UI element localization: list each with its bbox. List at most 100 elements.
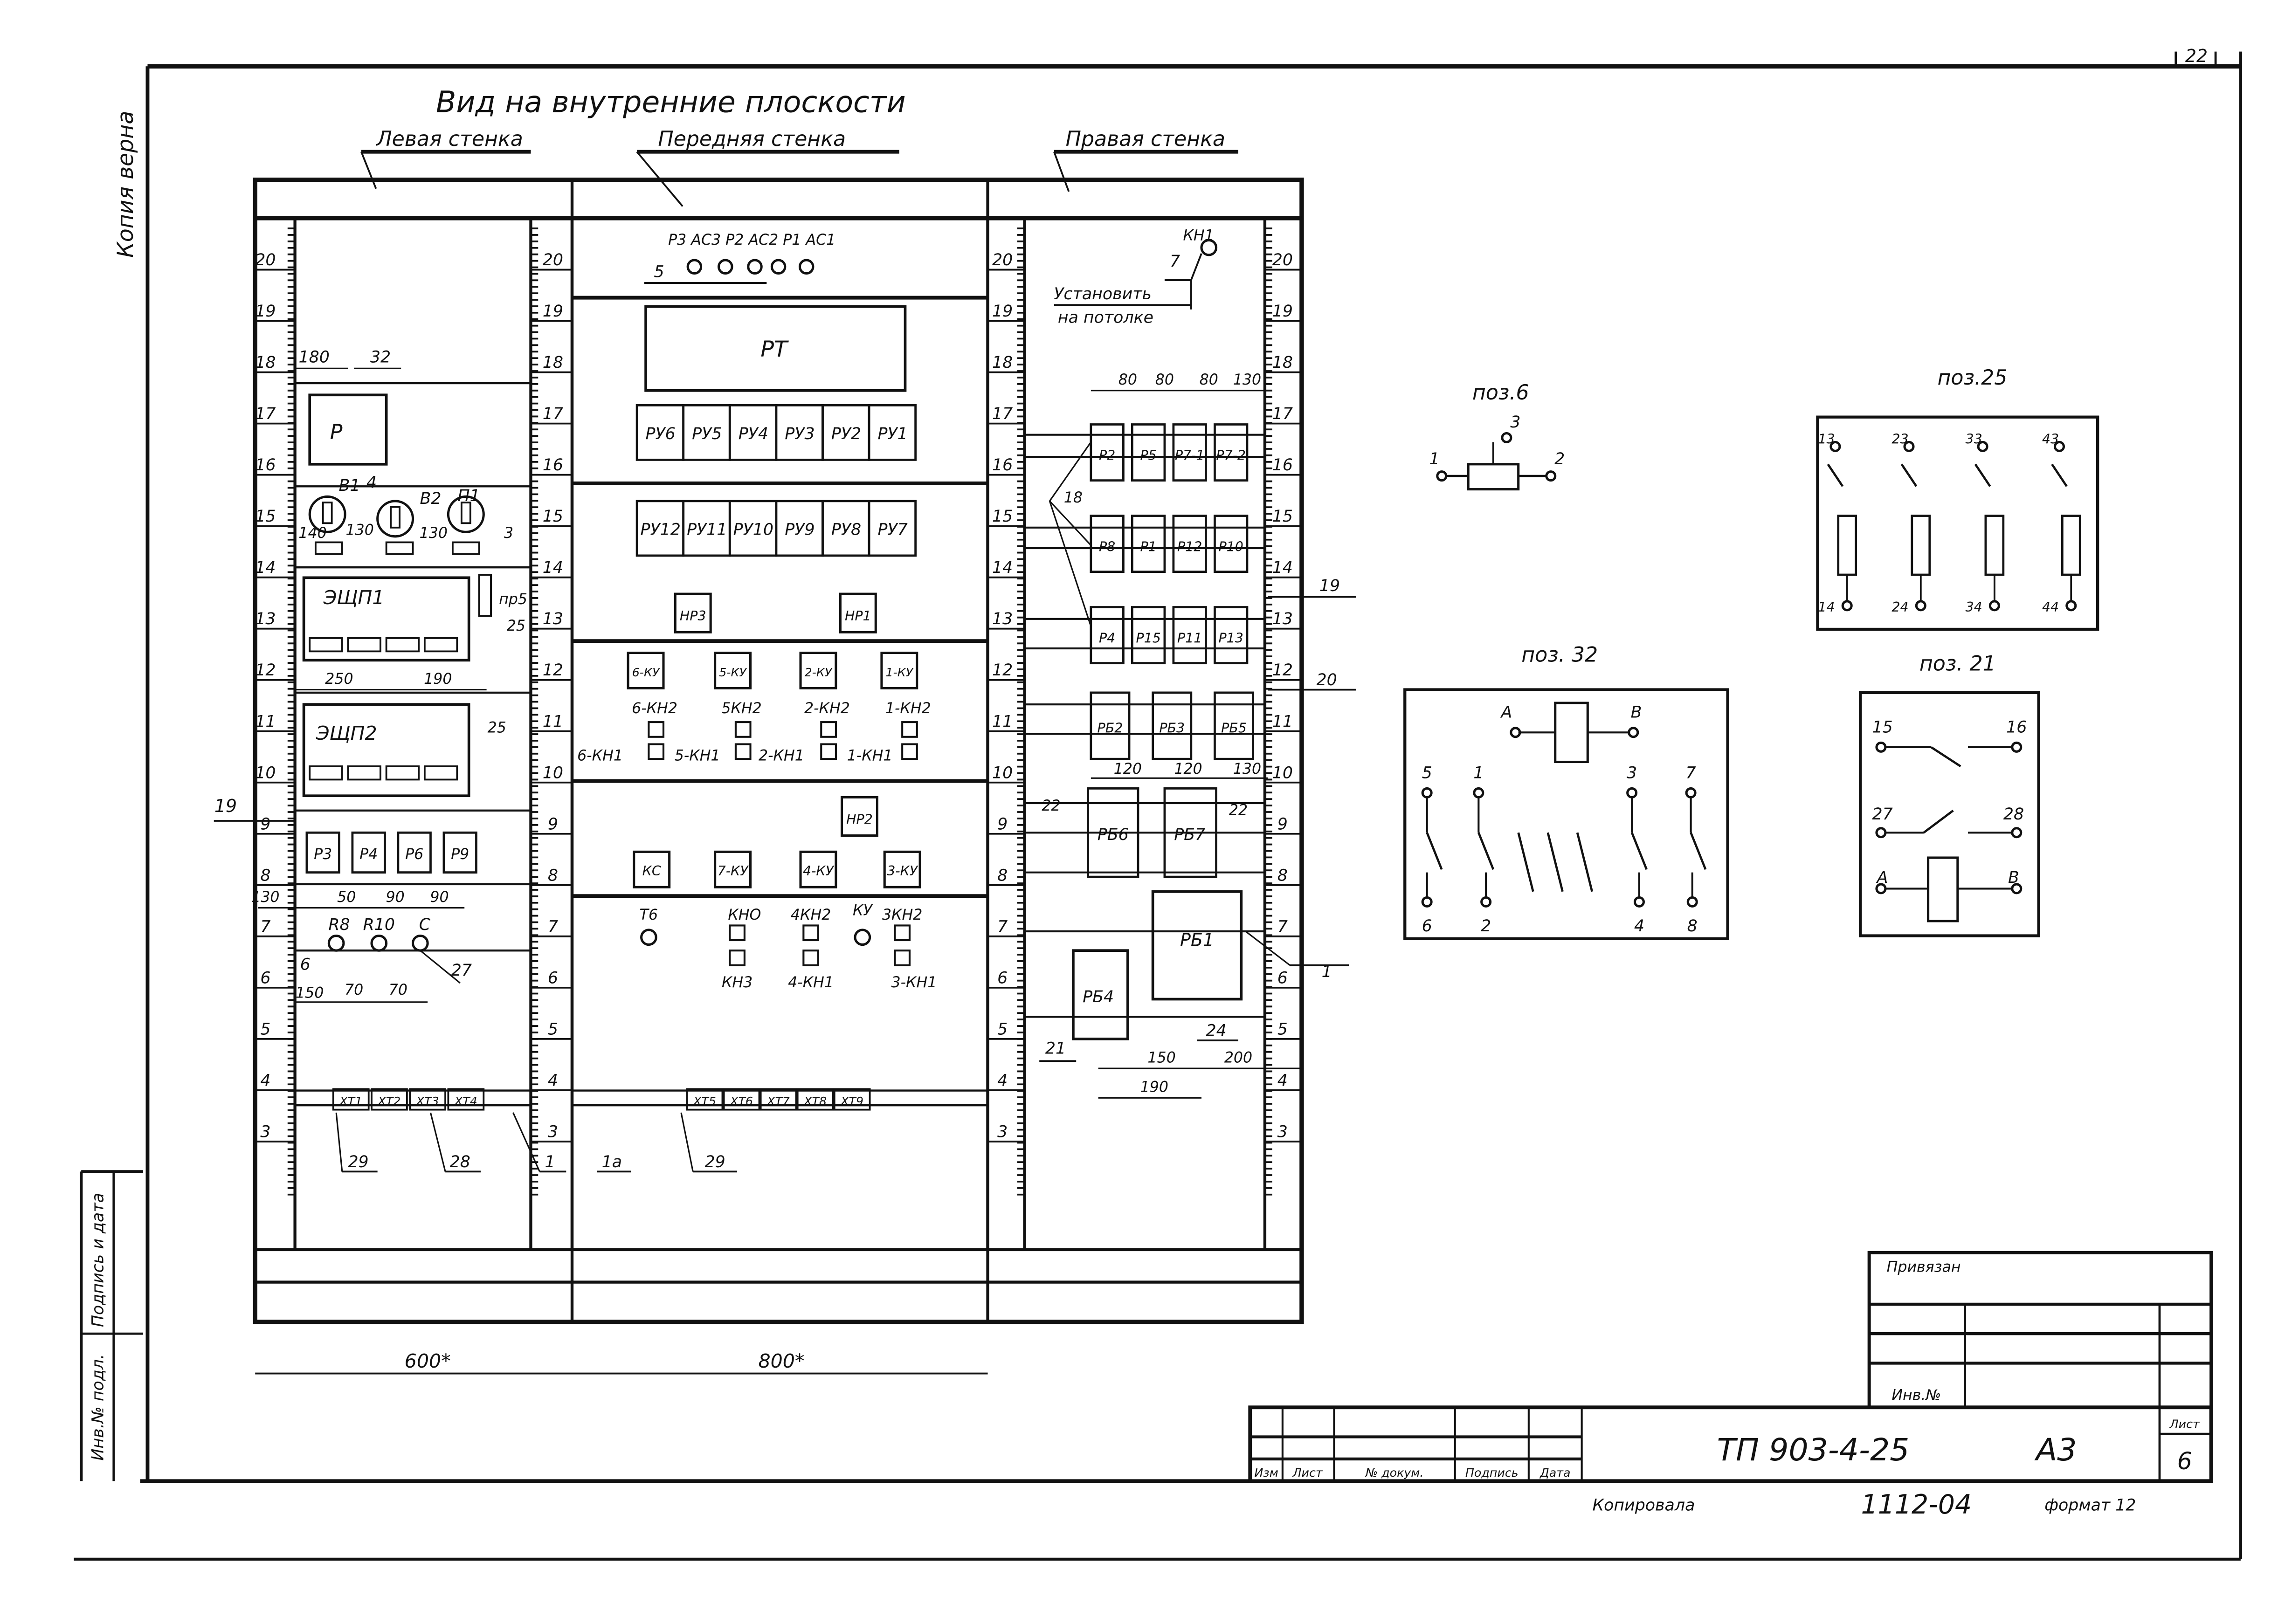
label: КН1 [1183,227,1214,244]
title-header: Подпись [1465,1466,1519,1479]
kn1-label: 5-КН1 [675,747,720,764]
breaker [347,765,381,781]
switch-handle [390,506,400,529]
panel-eshp1-label: ЭЩП1 [323,586,385,609]
front-wall-heading: Передняя стенка [658,127,846,151]
switch-handle [322,502,333,524]
label: 14 [1818,599,1835,615]
label: 21 [1045,1039,1066,1058]
label: В [1631,703,1642,722]
drawing-designation: ТП 903-4-25 [1717,1431,1910,1468]
fuse-label: пр5 [499,591,527,608]
scale-number: 8 [997,866,1008,885]
label: 29 [348,1153,368,1171]
label: 1 [1322,963,1332,981]
fuse-box [478,573,492,617]
scale-number: 9 [548,815,558,833]
lamp-ku [854,929,871,946]
lamp-kn1 [1200,239,1218,256]
pin [1903,440,1915,452]
line [1974,463,1991,487]
terminal-label: ХТ9 [840,1094,863,1108]
ku-label: КС [642,863,661,879]
label: 25 [488,719,506,736]
relay-label: Р10 [1219,539,1243,554]
relay-label: Р13 [1219,630,1243,646]
ru-label: РУ9 [785,521,815,539]
pin [2011,827,2023,839]
scale-number: 16 [1272,456,1293,475]
pin [1501,432,1512,443]
pin [1510,727,1521,738]
nr-relay [839,592,877,633]
scale-number: 7 [548,917,558,936]
scale-number: 5 [1277,1020,1288,1039]
scale-number: 3 [260,1122,270,1141]
bottom-label: 3КН2 [882,907,922,923]
scale-number: 4 [1277,1071,1288,1090]
label: 23 [1892,432,1908,447]
scale-number: 13 [992,610,1013,628]
button [820,743,837,760]
switch-circle [376,500,414,538]
label: 120 [1114,761,1142,778]
button [648,721,665,738]
line [1630,832,1648,870]
scale-number: 11 [255,712,276,731]
label: В1 [339,476,360,495]
scale-number: 17 [992,405,1013,423]
ru-label: РУ8 [831,521,861,539]
pin [2065,600,2077,612]
relay-box [397,831,432,874]
relay-label: Р1 [1140,539,1157,554]
pin [1436,470,1448,482]
relay-box [1131,606,1166,665]
label: 16 [2006,718,2027,736]
button [734,721,752,738]
scale-number: 20 [255,251,276,269]
breaker [423,765,458,781]
label: С [419,915,431,934]
label: В [2008,868,2019,887]
label: 2 [1554,450,1565,468]
button [648,743,665,760]
relay-p: Р [330,420,343,444]
relay-box [351,831,386,874]
breaker [423,637,458,653]
sheet-corner-number: 22 [2185,46,2208,66]
bottom-label: 3-КН1 [891,974,937,991]
scale-number: 16 [992,456,1013,475]
title-header: № докум. [1365,1466,1424,1479]
scale-number: 13 [1272,610,1293,628]
pin [1421,787,1433,798]
line [1546,832,1564,892]
relay-label: Р11 [1177,630,1202,646]
kn2-label: 2-КН2 [804,700,850,717]
signal-lamp [747,259,763,275]
label: 190 [1140,1079,1168,1096]
scale-number: 19 [543,302,563,321]
label: 7 [1170,252,1180,271]
button [894,950,911,966]
scale-number: 8 [1277,866,1288,885]
scale-number: 18 [992,353,1013,372]
fuse [1984,515,2005,576]
kn2-label: 6-КН2 [632,700,677,717]
kn1-label: 2-КН1 [759,747,804,764]
scale-number: 11 [543,712,563,731]
line [1930,746,1961,767]
terminal-label: ХТ8 [803,1094,827,1108]
label: 29 [705,1153,725,1171]
relay-box [442,831,477,874]
order-number: 1112-04 [1861,1489,1972,1520]
scale-number: 17 [543,405,563,423]
ru-label: РУ6 [646,425,676,443]
rb-relay [1214,691,1254,760]
scale-number: 11 [1272,712,1293,731]
breaker [385,765,420,781]
label: 3 [1627,764,1637,782]
pin [1988,600,2000,612]
relay-box [1214,423,1249,482]
terminal [409,1088,446,1111]
